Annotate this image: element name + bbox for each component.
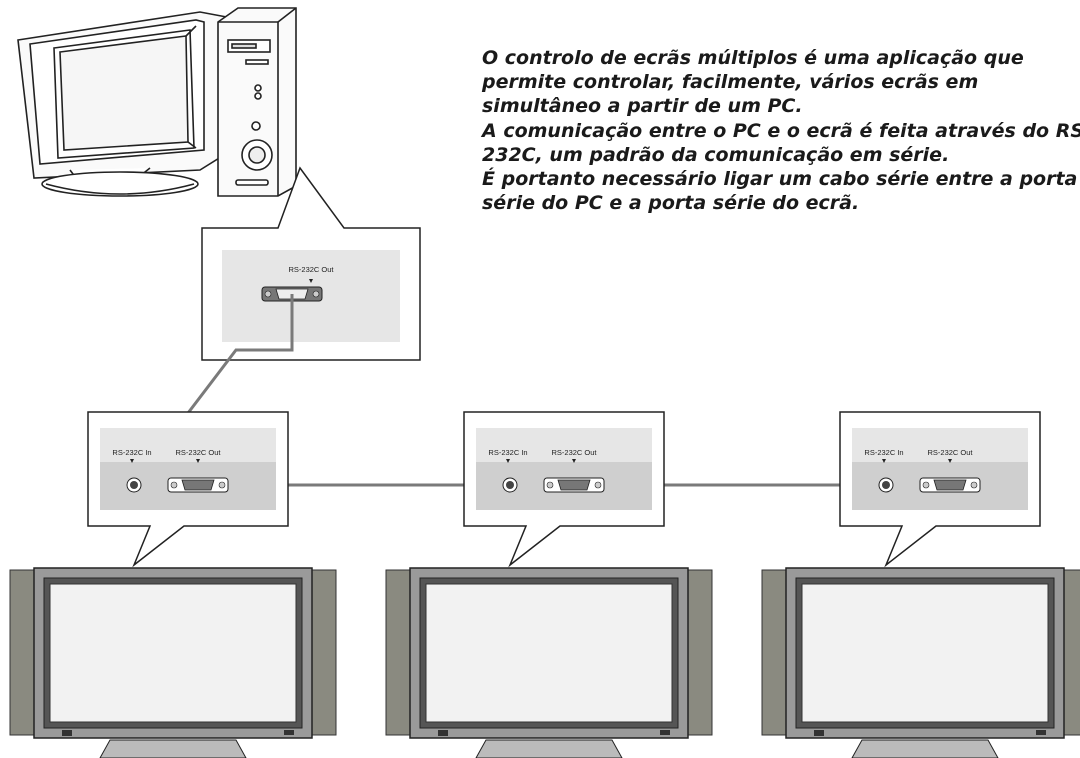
pc-rs232c-out-label: RS-232C Out <box>288 265 334 274</box>
display-unit-3: RS-232C In RS-232C Out <box>761 411 1080 758</box>
pc-tower <box>217 7 297 197</box>
description-line: 232C, um padrão da comunicação em série. <box>482 143 950 166</box>
display-unit-2: RS-232C In RS-232C Out <box>385 411 713 758</box>
display-port-callout: RS-232C In RS-232C Out <box>839 411 1041 568</box>
rs232c-out-label: RS-232C Out <box>927 448 973 457</box>
description-line: O controlo de ecrãs múltiplos é uma apli… <box>482 47 1024 69</box>
description-text: O controlo de ecrãs múltiplos é uma apli… <box>482 46 1080 215</box>
rs232c-in-label: RS-232C In <box>864 448 903 457</box>
rs232c-in-label: RS-232C In <box>112 448 151 457</box>
rs232c-out-label: RS-232C Out <box>551 448 597 457</box>
display-tv <box>385 567 713 758</box>
description-line: simultâneo a partir de um PC. <box>482 95 803 118</box>
description-line: permite controlar, facilmente, vários ec… <box>482 71 979 94</box>
pc-computer <box>17 7 297 197</box>
description-line: série do PC e a porta série do ecrã. <box>482 192 860 215</box>
rs232c-out-db9-port <box>167 477 229 493</box>
rs232c-out-db9-port <box>543 477 605 493</box>
display-tv <box>761 567 1080 758</box>
rs232c-out-db9-port <box>919 477 981 493</box>
rs232c-in-jack <box>878 477 894 493</box>
rs232c-out-label: RS-232C Out <box>175 448 221 457</box>
display-tv <box>9 567 337 758</box>
display-port-callout: RS-232C In RS-232C Out <box>463 411 665 568</box>
rs232c-in-label: RS-232C In <box>488 448 527 457</box>
description-line: A comunicação entre o PC e o ecrã é feit… <box>482 119 1080 142</box>
rs232c-in-jack <box>126 477 142 493</box>
description-line: É portanto necessário ligar um cabo séri… <box>482 168 1078 191</box>
rs232c-in-jack <box>502 477 518 493</box>
pc-port-callout: RS-232C Out <box>201 166 421 361</box>
display-port-callout: RS-232C In RS-232C Out <box>87 411 289 568</box>
display-unit-1: RS-232C In RS-232C Out <box>9 411 337 758</box>
pc-monitor <box>17 11 233 197</box>
